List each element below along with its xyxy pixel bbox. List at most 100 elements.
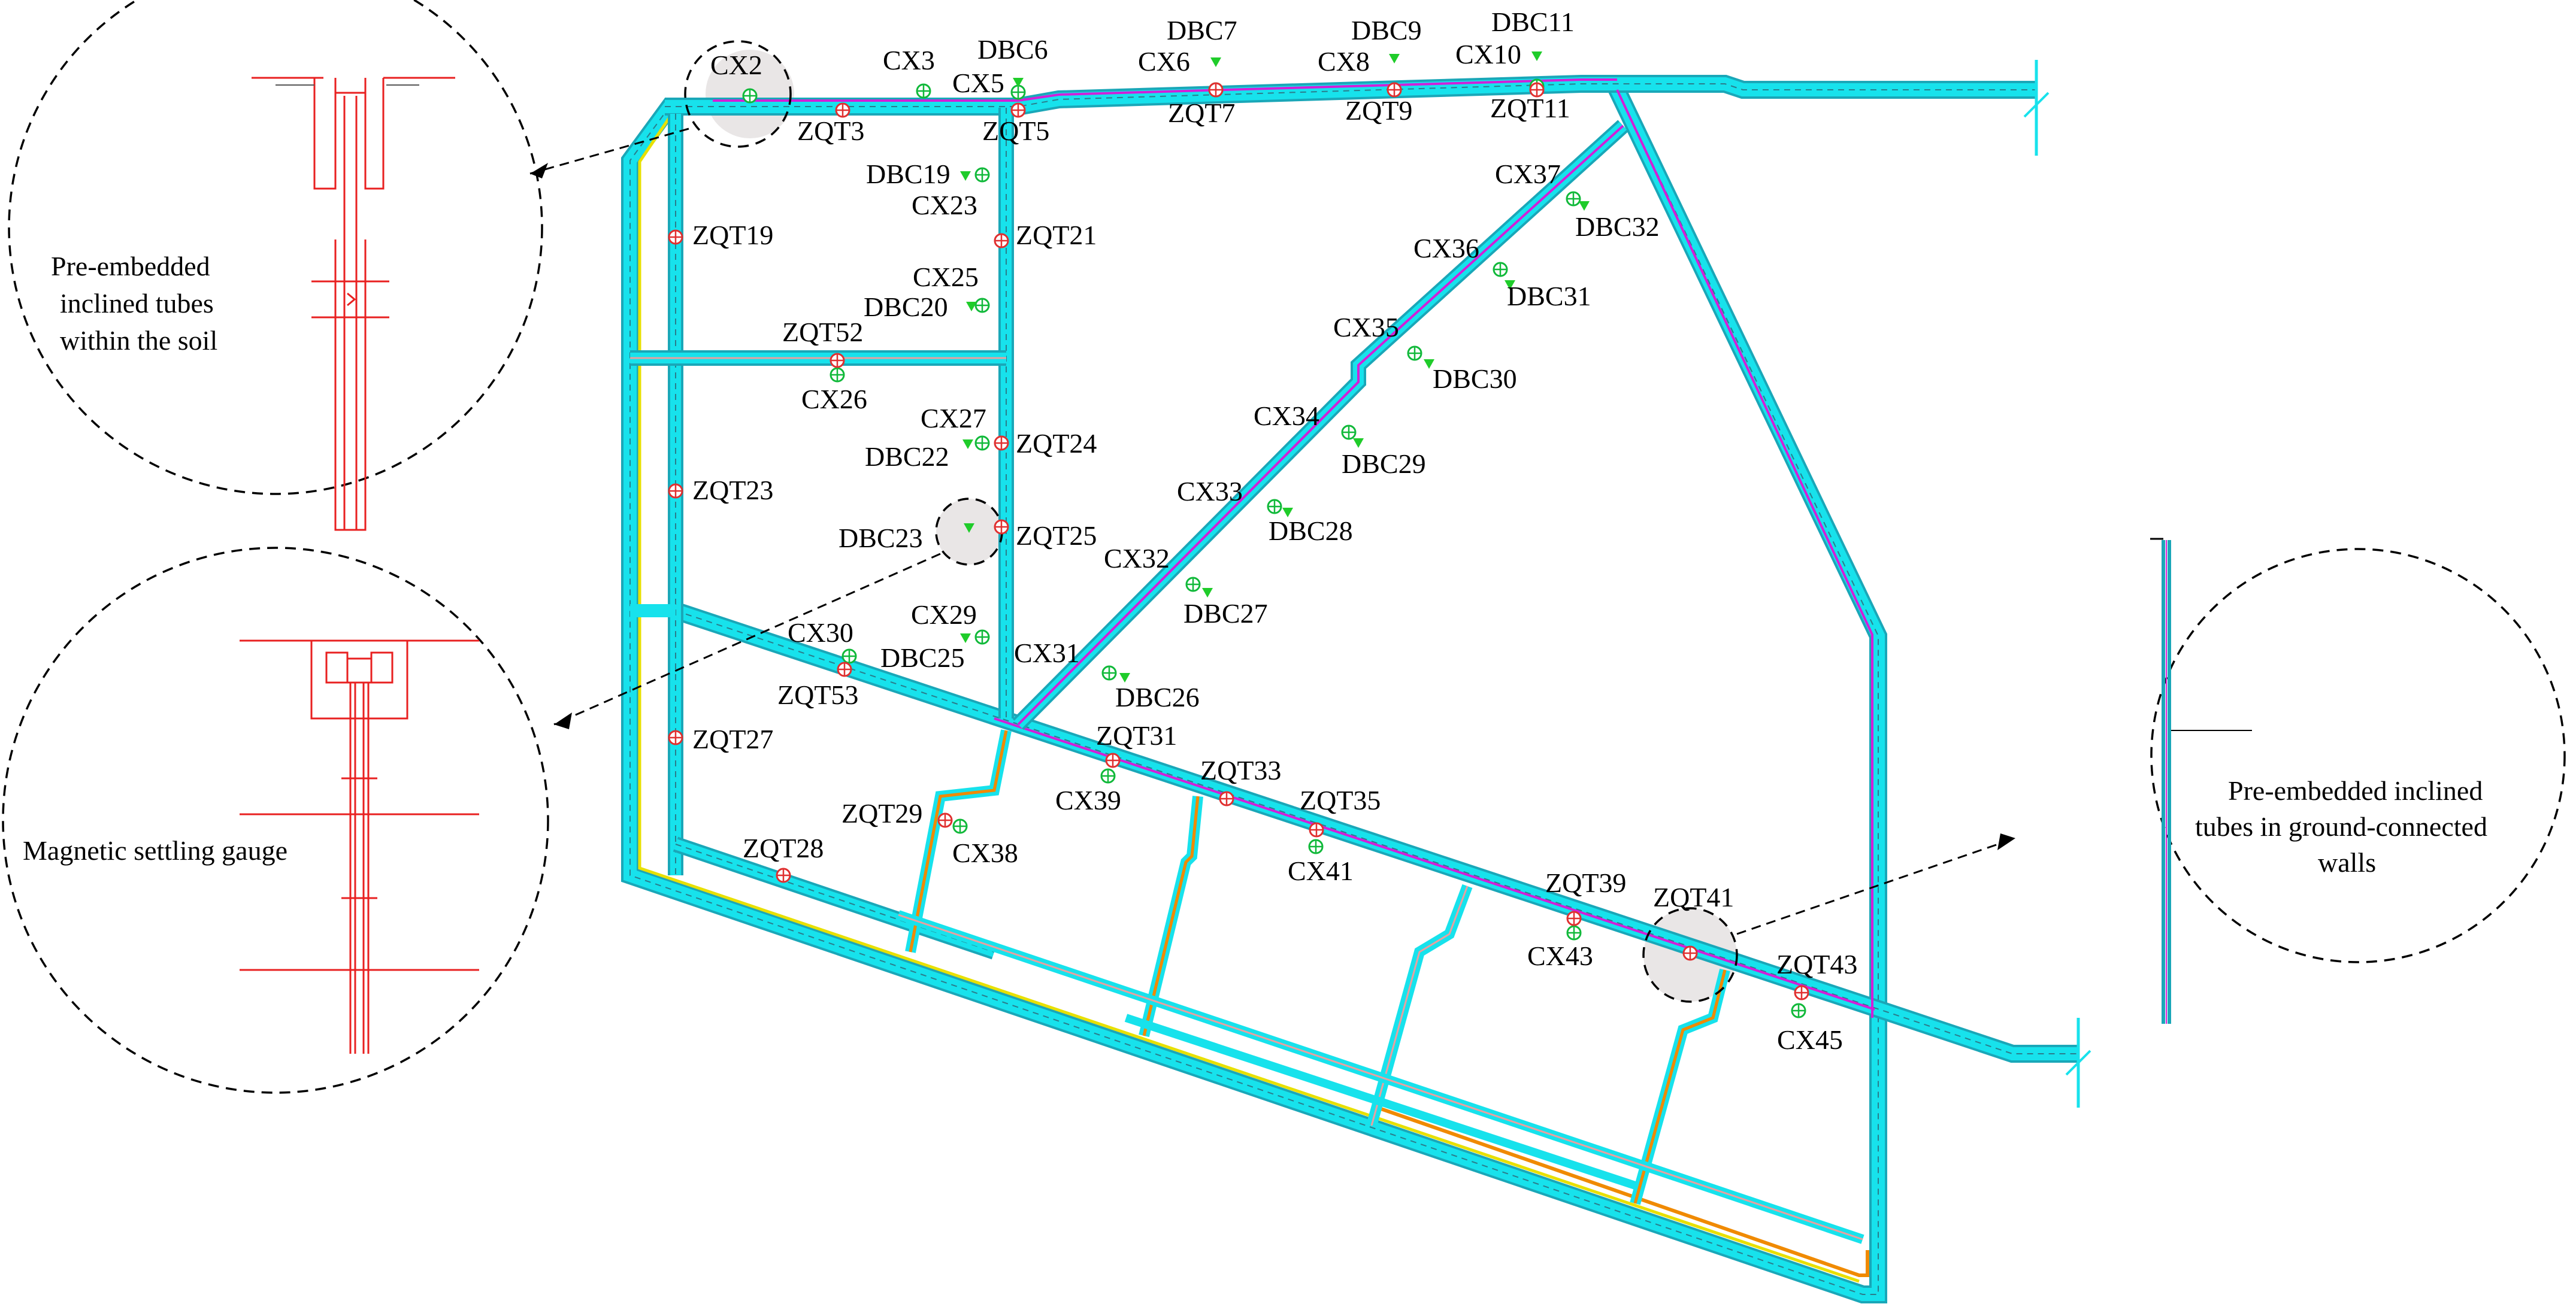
label-dbc31: DBC31 <box>1507 281 1591 311</box>
label-cx27: CX27 <box>921 403 986 433</box>
label-cx25: CX25 <box>913 262 979 292</box>
label-dbc7: DBC7 <box>1167 15 1237 46</box>
column-point-zqt27[interactable] <box>668 730 683 745</box>
column-point-zqt24[interactable] <box>994 435 1009 451</box>
column-point-zqt21[interactable] <box>994 233 1009 248</box>
label-zqt35: ZQT35 <box>1300 785 1381 815</box>
outer-diaphragm-wall <box>621 83 1887 1303</box>
inclinometer-point-cx3[interactable] <box>916 83 931 99</box>
leader-dbc23-arrow <box>554 712 572 729</box>
settlement-point-dbc9[interactable] <box>1389 54 1400 63</box>
settlement-point-dbc19[interactable] <box>960 171 971 181</box>
inclinometer-point-cx36[interactable] <box>1493 262 1508 277</box>
column-point-zqt41[interactable] <box>1682 945 1698 961</box>
label-cx45: CX45 <box>1777 1024 1843 1055</box>
column-point-zqt35[interactable] <box>1309 822 1324 838</box>
label-cx30: CX30 <box>788 617 853 648</box>
inclinometer-point-cx45[interactable] <box>1791 1003 1806 1018</box>
inclinometer-point-cx5[interactable] <box>1010 84 1026 100</box>
column-point-zqt28[interactable] <box>776 868 791 883</box>
zqt41-ring <box>1642 907 1738 1003</box>
detail-magnetic-gauge: Magnetic settling gauge <box>2 547 549 1094</box>
inclinometer-point-cx26[interactable] <box>830 367 845 383</box>
settlement-point-dbc6[interactable] <box>1013 78 1024 87</box>
label-cx29: CX29 <box>911 599 977 630</box>
gauge-caption: Magnetic settling gauge <box>23 835 287 866</box>
column-point-zqt31[interactable] <box>1105 753 1121 768</box>
settlement-point-dbc23[interactable] <box>964 523 974 533</box>
settlement-point-dbc20[interactable] <box>966 302 977 311</box>
inclinometer-point-cx30[interactable] <box>841 648 857 664</box>
leader-cx2-arrow <box>530 163 548 178</box>
inclinometer-point-cx27[interactable] <box>974 435 990 451</box>
column-point-zqt5[interactable] <box>1010 102 1026 118</box>
column-point-zqt52[interactable] <box>830 353 845 368</box>
label-dbc9: DBC9 <box>1351 15 1422 46</box>
label-dbc11: DBC11 <box>1491 7 1575 37</box>
settlement-point-dbc11[interactable] <box>1531 51 1542 61</box>
inclinometer-point-cx34[interactable] <box>1341 424 1357 440</box>
inclinometer-point-cx32[interactable] <box>1185 577 1201 592</box>
inclinometer-point-cx39[interactable] <box>1100 768 1116 784</box>
label-dbc27: DBC27 <box>1183 598 1268 629</box>
settlement-point-dbc30[interactable] <box>1424 359 1434 369</box>
soil-caption-line2: inclined tubes <box>60 288 214 319</box>
label-zqt5: ZQT5 <box>982 116 1049 146</box>
leader-dbc23 <box>553 553 941 726</box>
label-zqt27: ZQT27 <box>692 724 773 754</box>
column-point-zqt39[interactable] <box>1566 911 1582 926</box>
column-point-zqt7[interactable] <box>1208 82 1224 98</box>
label-cx6: CX6 <box>1138 46 1190 77</box>
inclinometer-point-cx43[interactable] <box>1566 925 1582 941</box>
detail-wall-tube: Pre-embedded inclined tubes in ground-co… <box>2150 538 2566 1024</box>
label-cx26: CX26 <box>801 384 867 414</box>
inclinometer-point-cx33[interactable] <box>1267 499 1282 514</box>
column-point-zqt23[interactable] <box>668 483 683 499</box>
inclinometer-point-cx29[interactable] <box>974 629 990 645</box>
settlement-point-dbc25[interactable] <box>960 633 971 643</box>
label-zqt28: ZQT28 <box>743 833 824 863</box>
column-point-zqt43[interactable] <box>1794 985 1809 1000</box>
label-zqt31: ZQT31 <box>1096 720 1177 751</box>
inclinometer-point-cx35[interactable] <box>1407 345 1422 361</box>
column-point-zqt11[interactable] <box>1529 82 1545 98</box>
detail-circle-wall <box>2150 548 2566 963</box>
column-point-zqt9[interactable] <box>1387 82 1402 98</box>
column-point-zqt3[interactable] <box>835 102 850 118</box>
inclinometer-point-cx23[interactable] <box>974 167 990 183</box>
label-cx23: CX23 <box>912 190 977 220</box>
settlement-point-dbc32[interactable] <box>1579 201 1590 211</box>
settlement-point-dbc22[interactable] <box>962 439 973 449</box>
label-dbc23: DBC23 <box>839 523 923 553</box>
label-zqt21: ZQT21 <box>1016 220 1097 250</box>
column-point-zqt29[interactable] <box>937 812 953 828</box>
detail-circle-soil <box>8 0 543 495</box>
inclinometer-point-cx41[interactable] <box>1308 839 1324 854</box>
column-point-zqt53[interactable] <box>837 662 852 677</box>
label-zqt9: ZQT9 <box>1345 95 1412 126</box>
label-zqt29: ZQT29 <box>841 798 922 829</box>
settlement-point-dbc28[interactable] <box>1282 508 1293 517</box>
inclinometer-point-cx2[interactable] <box>742 88 758 104</box>
label-dbc29: DBC29 <box>1342 448 1426 479</box>
monitoring-points <box>668 51 1809 1018</box>
south-east-wall <box>673 602 2091 1108</box>
inclinometer-point-cx37[interactable] <box>1566 191 1581 207</box>
label-cx38: CX38 <box>952 838 1018 868</box>
label-cx41: CX41 <box>1288 856 1354 886</box>
column-point-zqt33[interactable] <box>1219 791 1234 806</box>
label-cx36: CX36 <box>1413 233 1479 263</box>
inclinometer-point-cx31[interactable] <box>1101 665 1117 681</box>
soil-caption-line1: Pre-embedded <box>51 251 210 281</box>
settlement-point-dbc29[interactable] <box>1353 438 1364 448</box>
inclinometer-point-cx25[interactable] <box>974 298 990 313</box>
column-point-zqt25[interactable] <box>994 519 1009 535</box>
inclinometer-point-cx38[interactable] <box>952 818 968 834</box>
settlement-point-dbc7[interactable] <box>1210 57 1221 67</box>
settlement-point-dbc26[interactable] <box>1119 673 1130 683</box>
column-point-zqt19[interactable] <box>668 229 683 245</box>
detail-circle-gauge <box>2 547 549 1094</box>
wall-caption-line1: Pre-embedded inclined <box>2228 775 2483 806</box>
settlement-point-dbc27[interactable] <box>1202 588 1213 598</box>
settlement-point-dbc31[interactable] <box>1505 280 1515 290</box>
